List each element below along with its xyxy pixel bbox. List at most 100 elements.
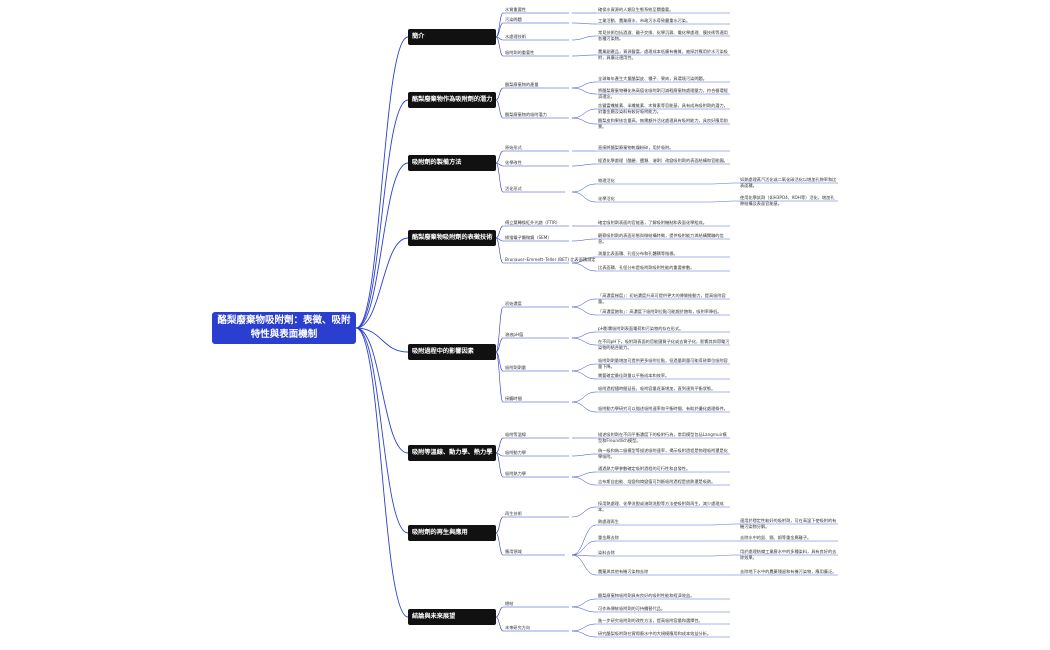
child-node[interactable]: 水質重要性: [505, 7, 526, 12]
child-node[interactable]: 吸附劑劑量: [505, 365, 526, 370]
connector: [571, 256, 597, 264]
connector: [707, 523, 739, 526]
connector: [571, 35, 597, 41]
leaf-node[interactable]: 確定吸附劑表面的官能基，了解吸附機制和表面化學組成。: [598, 220, 707, 225]
leaf-node[interactable]: 採用熱處理、化學洗脫或溶劑洗脫等方法使吸附劑再生，減少處理成本。: [598, 501, 724, 512]
branch-node[interactable]: 吸附劑的再生與應用: [408, 525, 496, 541]
leaf-node[interactable]: 研究酪梨吸附劑在實際廢水中的大規模應用和成本效益分析。: [598, 631, 712, 636]
connector: [571, 453, 597, 457]
leaf-node[interactable]: 在不同pH下，吸附劑表面的官能團質子化或去質子化，影響其與帶電污染物的結合能力。: [598, 339, 730, 350]
connector: [571, 298, 597, 308]
child-node[interactable]: 未來研究方向: [505, 625, 531, 630]
branch-node[interactable]: 吸附等溫線、動力學、熱力學: [408, 445, 496, 461]
child-node[interactable]: 吸附動力學: [505, 450, 526, 455]
connector: [571, 370, 597, 380]
connector: [571, 391, 597, 403]
sub-leaf-node[interactable]: 去除地下水中的農藥殘留和有機污染物，應用廣泛。: [740, 569, 837, 574]
leaf-node[interactable]: 進一步研究吸附劑的改性方法，提高吸附容量和選擇性。: [598, 618, 703, 623]
leaf-node[interactable]: 可作為傳統吸附劑的可持續替代品。: [598, 606, 666, 611]
sub-node[interactable]: 物理活化: [598, 178, 615, 183]
branch-node[interactable]: 酪梨廢棄物作為吸附劑的潛力: [408, 92, 496, 108]
connector: [355, 327, 409, 534]
leaf-node[interactable]: 吉布斯自由能、焓變和熵變值可判斷吸附過程是放熱還是吸熱。: [598, 479, 716, 484]
child-node[interactable]: 原始形式: [505, 145, 522, 150]
root-node[interactable]: 酪梨廢棄物吸附劑：表徵、吸附特性與表面機制: [212, 312, 356, 344]
child-node[interactable]: 應用領域: [505, 549, 522, 554]
child-node[interactable]: 酪梨廢棄物的吸附潛力: [505, 112, 547, 117]
child-node[interactable]: 吸附等溫線: [505, 432, 526, 437]
connector: [495, 12, 504, 38]
connector: [571, 554, 597, 557]
sub-node[interactable]: 農藥與其他有機污染物去除: [598, 569, 649, 574]
leaf-node[interactable]: 觀察吸附劑的表面形態與微結構特徵，提供吸附能力與結構關聯的信息。: [598, 233, 724, 244]
leaf-node[interactable]: 將酪梨廢棄物轉化為高值化吸附劑可減輕廢棄物處理壓力，符合循環經濟理念。: [598, 88, 728, 99]
leaf-node[interactable]: 測量比表面積、孔徑分布和孔體積等指標。: [598, 251, 678, 256]
sub-node[interactable]: 染料去除: [598, 550, 615, 555]
child-node[interactable]: Brunauer–Emmett–Teller (BET) 比表面積測定: [505, 257, 596, 262]
connector: [571, 363, 597, 372]
leaf-node[interactable]: 需要確定最佳劑量以平衡成本和效率。: [598, 373, 670, 378]
child-node[interactable]: 接觸時間: [505, 396, 522, 401]
leaf-node[interactable]: 含豐富纖維素、半纖維素、木質素等官能基，具有成為吸附劑的潛力，對重金屬及染料有較…: [598, 103, 728, 114]
sub-leaf-node[interactable]: 去除水中的鉛、鎘、銅等重金屬離子。: [740, 535, 812, 540]
leaf-node[interactable]: 比表面積、孔徑分布是吸附劑吸附性能的重要參數。: [598, 265, 695, 270]
leaf-node[interactable]: 全球每年產生大量酪梨皮、種子、果肉，具環境污染問題。: [598, 76, 707, 81]
leaf-node[interactable]: 農業副產品，資源豐富，處理成本低廉有機質，被探討應用於水污染吸附，具廣泛適用性。: [598, 49, 728, 60]
child-node[interactable]: 總結: [505, 601, 514, 606]
sub-node[interactable]: 熱處理再生: [598, 519, 619, 524]
connector: [571, 54, 597, 57]
sub-leaf-node[interactable]: 使用化學試劑（如H3PO4、KOH等）活化，增加孔隙結構及表面官能基。: [740, 195, 835, 206]
leaf-node[interactable]: 酪梨皮和果核含量高，無需額外活化處理具有吸附能力，具良好應用前景。: [598, 118, 728, 129]
connector: [707, 200, 739, 203]
sub-leaf-node[interactable]: 如熱處理蒸汽活化或二氧化碳活化以增加孔隙率和比表面積。: [740, 177, 837, 188]
child-node[interactable]: 化學改性: [505, 160, 522, 165]
connector: [495, 616, 504, 632]
child-node[interactable]: 酪梨廢棄物的產量: [505, 82, 539, 87]
connector: [495, 162, 504, 167]
child-node[interactable]: 溶液pH值: [505, 332, 524, 337]
child-node[interactable]: 吸附熱力學: [505, 471, 526, 476]
leaf-node[interactable]: 描述吸附劑在不同平衡濃度下的吸附行為，常用模型包括Langmuir模型和Freu…: [598, 432, 727, 443]
leaf-node[interactable]: pH影響吸附劑表面電荷和污染物的存在形式。: [598, 326, 684, 331]
sub-leaf-node[interactable]: 適用於穩定性較好的吸附劑，可在高溫下使吸附的有機污染物分解。: [740, 518, 837, 529]
connector: [495, 36, 504, 57]
connector: [495, 99, 504, 119]
leaf-node[interactable]: 「高濃度梯度」：初始濃度升高可提供更大的傳質推動力，提高吸附容量。: [598, 293, 726, 304]
leaf-node[interactable]: 通過熱力學參數確定吸附過程的可行性和自發性。: [598, 466, 691, 471]
leaf-node[interactable]: 經過化學處理（酸鹼、鹽類、溶劑）改變吸附劑的表面結構和官能團。: [598, 158, 728, 163]
leaf-node[interactable]: 工業活動、農業廢水、市政污水導致嚴重水污染。: [598, 18, 691, 23]
connector: [571, 81, 597, 89]
branch-node[interactable]: 吸附過程中的影響因素: [408, 344, 496, 360]
connector: [355, 162, 409, 329]
child-node[interactable]: 掃描電子顯微鏡（SEM）: [505, 235, 552, 240]
leaf-node[interactable]: 常見技術包括過濾、離子交換、化學沉澱、電化學處理、膜技術等適用各種污染物。: [598, 30, 728, 41]
branch-node[interactable]: 酪梨廢棄物吸附劑的表徵技術: [408, 230, 496, 246]
child-node[interactable]: 水處理技術: [505, 34, 526, 39]
child-node[interactable]: 活化形式: [505, 186, 522, 191]
leaf-node[interactable]: 直接將酪梨廢棄物乾燥粉碎，用於吸附。: [598, 145, 674, 150]
child-node[interactable]: 初始濃度: [505, 301, 522, 306]
connector: [571, 401, 597, 413]
sub-leaf-node[interactable]: 用於處理紡織工業廢水中的多種染料，具有良好的去除效果。: [740, 549, 837, 560]
branch-node[interactable]: 吸附劑的製備方法: [408, 155, 496, 171]
connector: [495, 237, 504, 242]
leaf-node[interactable]: 「高濃度飽和」：高濃度下吸附劑位點可能趨於飽和，吸附率降低。: [598, 309, 722, 314]
child-node[interactable]: 傅立葉轉換紅外光譜（FTIR）: [505, 220, 561, 225]
connector: [571, 163, 597, 167]
leaf-node[interactable]: 吸附劑劑量增加可提供更多吸附位點，但過量劑量可能導致單位吸附容量下降。: [598, 358, 728, 369]
connector: [571, 238, 597, 242]
branch-node[interactable]: 簡介: [408, 29, 496, 45]
branch-node[interactable]: 結論與未來展望: [408, 609, 496, 625]
leaf-node[interactable]: 偽一級和偽二級模型等描述吸附速率，揭示吸附過程是物理吸附還是化學吸附。: [598, 448, 728, 459]
leaf-node[interactable]: 確保水資源的人類及生態系統至關重要。: [598, 7, 674, 12]
connector: [495, 337, 504, 353]
sub-node[interactable]: 化學活化: [598, 196, 615, 201]
leaf-node[interactable]: 吸附過程隨時間延長，吸附容量逐漸增加，直到達到平衡狀態。: [598, 386, 716, 391]
child-node[interactable]: 吸附劑的重要性: [505, 50, 535, 55]
leaf-node[interactable]: 酪梨廢棄物吸附劑具有良好的吸附性能和經濟效益。: [598, 593, 695, 598]
sub-node[interactable]: 重金屬去除: [598, 535, 619, 540]
leaf-node[interactable]: 吸附動力學研究可以描述吸附速率和平衡時間，有助於優化處理條件。: [598, 406, 728, 411]
child-node[interactable]: 污染問題: [505, 17, 522, 22]
child-node[interactable]: 再生技術: [505, 511, 522, 516]
